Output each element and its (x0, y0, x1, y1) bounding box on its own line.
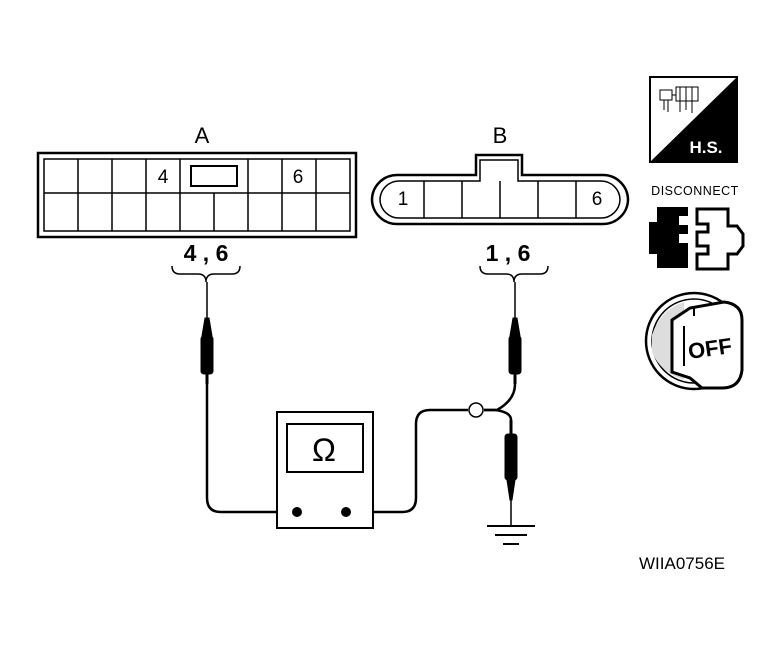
probe-a (200, 282, 214, 384)
connector-b-probe-pins: 1 , 6 (486, 240, 531, 266)
disconnect-icon (649, 207, 745, 271)
probe-ground (504, 420, 518, 526)
ground-symbol (487, 525, 535, 545)
test-wires (205, 383, 517, 514)
connector-a-label: A (195, 123, 210, 148)
connector-a-brace (171, 265, 241, 283)
connector-b-label: B (493, 123, 508, 148)
probe-b (508, 282, 522, 384)
connector-b-brace (479, 265, 549, 283)
connector-a-pin-6: 6 (293, 167, 304, 188)
ohmmeter (276, 411, 374, 529)
ignition-off-label: OFF (686, 333, 733, 364)
hand-switch-icon (649, 76, 738, 163)
connector-a-probe-pins: 4 , 6 (184, 240, 229, 266)
ohm-symbol: Ω (312, 432, 336, 468)
hs-label: H.S. (689, 138, 722, 157)
ignition-off-icon (644, 291, 744, 391)
connector-b (370, 153, 630, 226)
meter-terminal-right (341, 507, 351, 517)
meter-terminal-left (292, 507, 302, 517)
connector-a (36, 151, 358, 239)
disconnect-label: DISCONNECT (651, 184, 739, 198)
connector-b-pin-1: 1 (398, 189, 409, 210)
connector-a-pin-4: 4 (158, 167, 169, 188)
connector-b-pin-6: 6 (592, 189, 603, 210)
wire-junction (468, 402, 484, 418)
figure-code: WIIA0756E (639, 554, 725, 573)
